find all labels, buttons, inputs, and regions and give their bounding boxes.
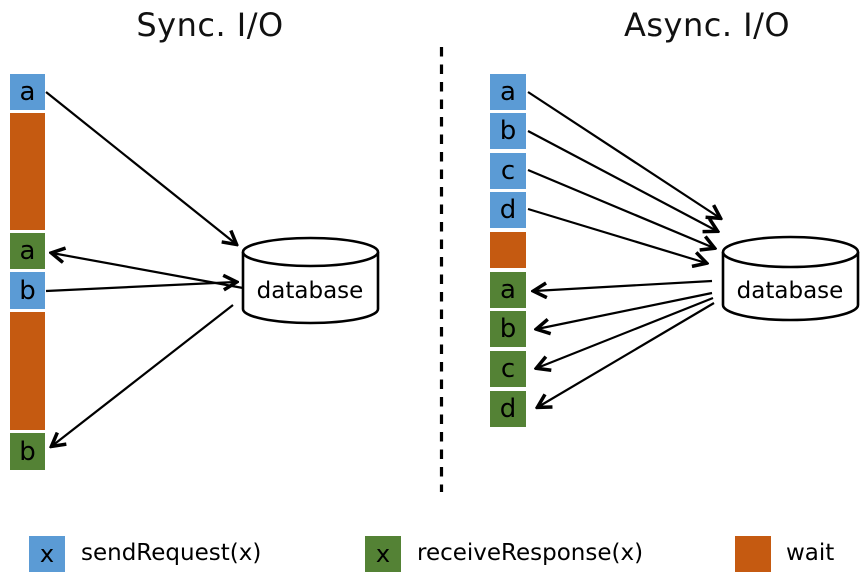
async-block-receive-a: a (490, 272, 526, 308)
async-block-wait (490, 232, 526, 268)
async-block-send-c: c (490, 153, 526, 189)
async-block-receive-d: d (490, 391, 526, 427)
legend-receive-swatch: x (365, 536, 401, 572)
arrow-async-receive-b (537, 291, 713, 329)
sync-block-wait-2 (10, 312, 45, 430)
arrow-sync-send-a (45, 91, 236, 244)
arrow-async-send-c (527, 168, 714, 248)
sync-block-send-b: b (10, 272, 45, 309)
arrow-async-send-b (527, 130, 717, 231)
sync-block-send-a: a (10, 74, 45, 110)
async-block-send-a: a (490, 74, 526, 110)
legend-wait-swatch (735, 536, 771, 572)
database-label-async: database (736, 278, 844, 304)
arrow-async-receive-c (537, 296, 714, 368)
database-label-sync: database (256, 278, 364, 304)
async-block-send-d: d (490, 192, 526, 228)
legend-receive-label: receiveResponse(x) (417, 540, 644, 566)
async-block-receive-b: b (490, 311, 526, 347)
legend-send-label: sendRequest(x) (81, 540, 262, 566)
database-cylinder-async-icon (721, 235, 860, 322)
sync-block-wait-1 (10, 113, 45, 230)
arrow-async-receive-d (538, 302, 715, 407)
async-title: Async. I/O (623, 6, 791, 44)
arrow-sync-send-b (45, 282, 236, 293)
legend-wait-label: wait (786, 540, 835, 566)
arrow-async-receive-a (534, 279, 713, 291)
sync-title: Sync. I/O (136, 6, 284, 44)
sync-block-receive-b: b (10, 433, 45, 470)
arrow-sync-receive-b (52, 304, 234, 446)
sync-block-receive-a: a (10, 233, 45, 269)
async-block-send-b: b (490, 113, 526, 149)
legend-send-swatch: x (29, 536, 65, 572)
async-block-receive-c: c (490, 351, 526, 387)
arrow-async-send-d (527, 207, 706, 263)
database-cylinder-sync-icon (241, 236, 380, 325)
arrow-async-send-a (527, 91, 720, 218)
